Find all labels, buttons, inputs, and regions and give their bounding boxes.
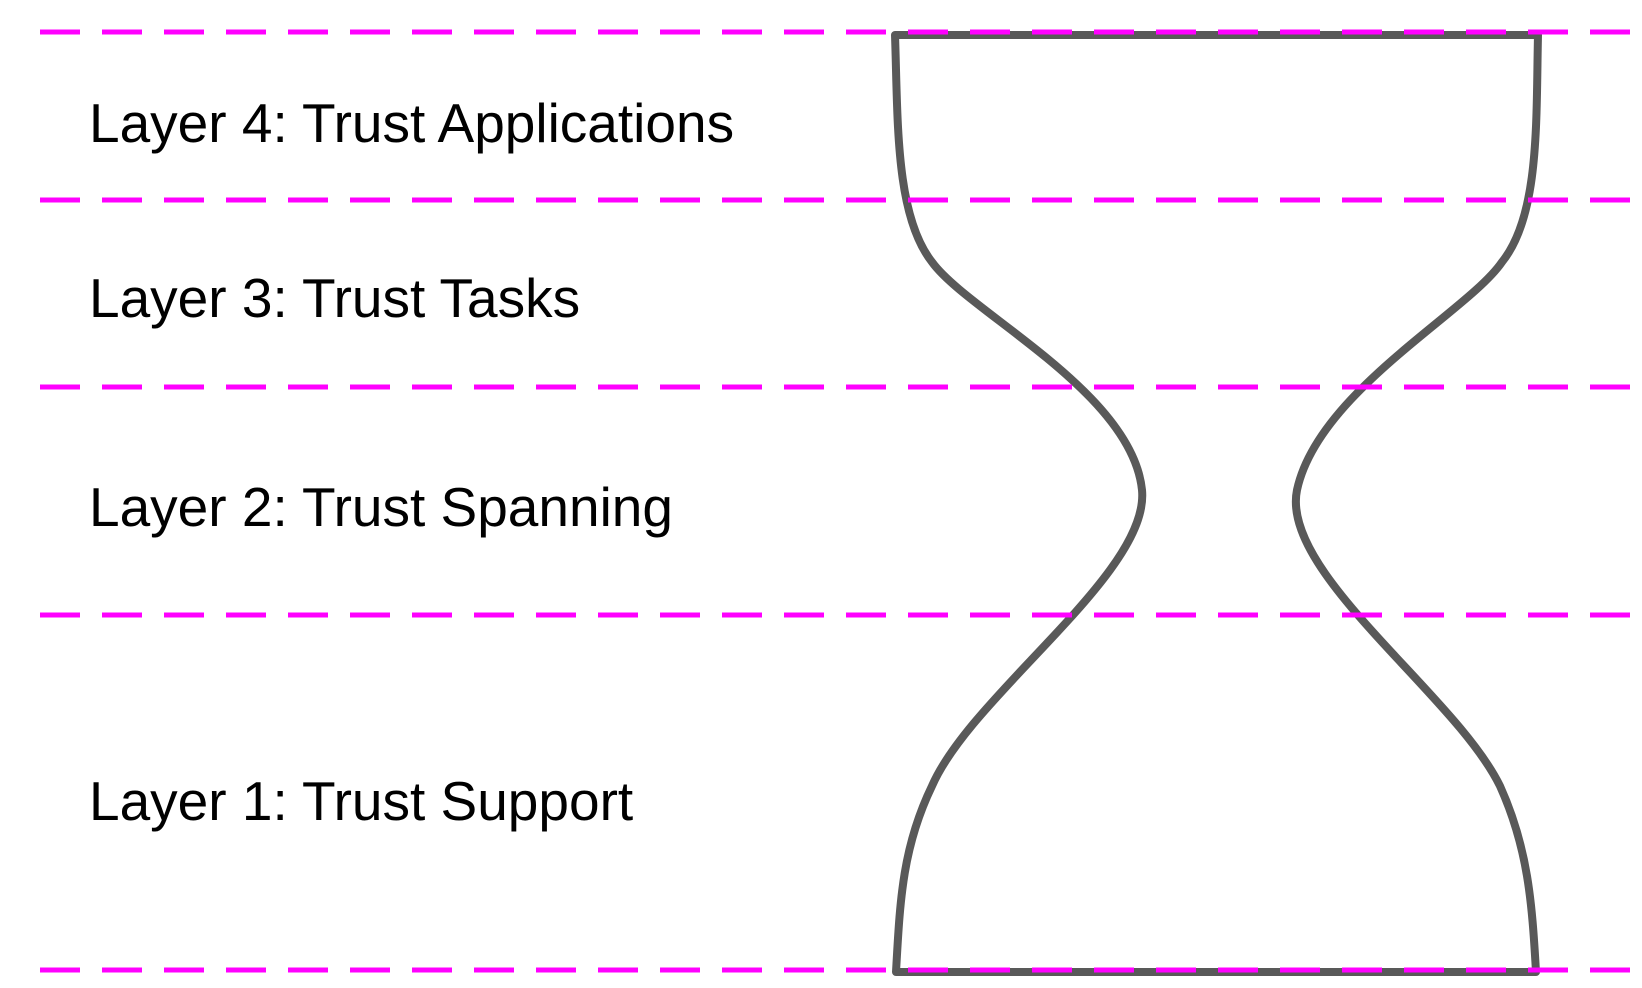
layer-1-label: Layer 1: Trust Support [89,770,633,832]
hourglass-outline [891,31,1542,976]
layer-2-label: Layer 2: Trust Spanning [89,476,673,538]
layer-4-label: Layer 4: Trust Applications [89,92,734,154]
layer-3-label: Layer 3: Trust Tasks [89,267,580,329]
